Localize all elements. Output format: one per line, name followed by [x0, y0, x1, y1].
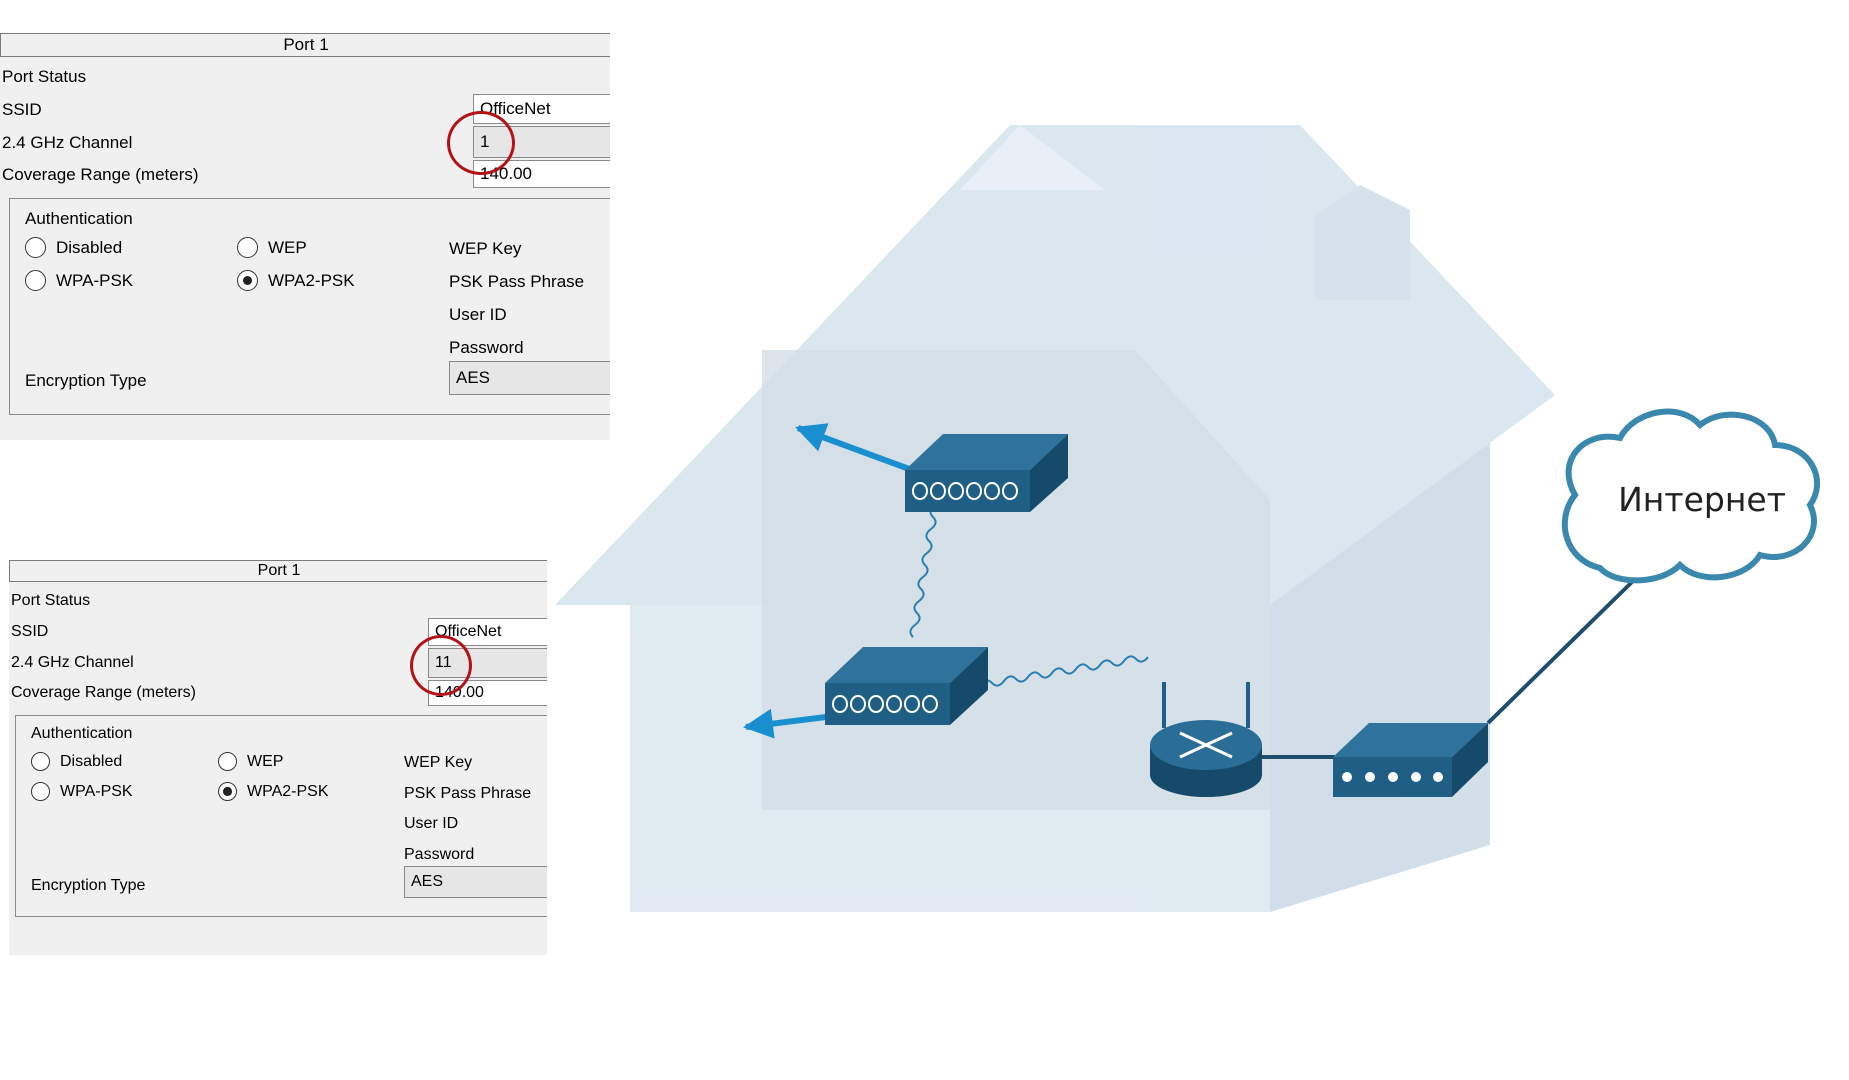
channel-highlight-circle	[410, 635, 472, 696]
coverage-label: Coverage Range (meters)	[2, 165, 199, 184]
port-status-label: Port Status	[11, 592, 91, 609]
radio-disabled[interactable]: Disabled	[25, 237, 122, 258]
psk-pass-phrase-label: PSK Pass Phrase	[404, 785, 532, 802]
authentication-title: Authentication	[31, 725, 133, 742]
channel-highlight-circle	[447, 111, 515, 175]
port-title: Port 1	[257, 562, 301, 579]
port-header: Port 1	[9, 560, 547, 582]
encryption-type-label: Encryption Type	[31, 877, 146, 894]
port-status-label: Port Status	[2, 67, 87, 86]
radio-wep-label: WEP	[247, 752, 284, 770]
cloud-icon	[1561, 408, 1821, 584]
access-point-icon	[905, 434, 1068, 512]
modem-to-internet-cable	[1486, 580, 1634, 725]
ssid-label: SSID	[11, 623, 49, 640]
port-header: Port 1	[0, 33, 610, 57]
radio-circle-selected[interactable]	[218, 782, 237, 801]
wep-key-label: WEP Key	[449, 239, 522, 258]
radio-disabled[interactable]: Disabled	[31, 752, 122, 771]
radio-circle[interactable]	[25, 237, 46, 258]
router-icon	[1150, 682, 1262, 797]
signal-arrow-1	[795, 423, 914, 473]
encryption-type-select[interactable]: AES	[449, 361, 610, 395]
port-title: Port 1	[283, 35, 329, 54]
radio-circle[interactable]	[237, 237, 258, 258]
radio-wpa2-psk[interactable]: WPA2-PSK	[218, 782, 329, 801]
radio-wpa-psk[interactable]: WPA-PSK	[31, 782, 133, 801]
wireless-settings-panel-2: Port 1 Port Status SSID OfficeNet 2.4 GH…	[9, 560, 547, 955]
radio-circle[interactable]	[31, 782, 50, 801]
radio-wep-label: WEP	[268, 237, 307, 257]
radio-circle[interactable]	[218, 752, 237, 771]
radio-wpa2-psk[interactable]: WPA2-PSK	[237, 270, 355, 291]
radio-wpa-psk-label: WPA-PSK	[56, 270, 134, 290]
wireless-settings-panel-1: Port 1 Port Status SSID OfficeNet 2.4 GH…	[0, 33, 610, 440]
radio-disabled-label: Disabled	[60, 752, 123, 770]
radio-circle[interactable]	[31, 752, 50, 771]
wep-key-label: WEP Key	[404, 754, 473, 771]
radio-circle-selected[interactable]	[237, 270, 258, 291]
radio-wpa-psk-label: WPA-PSK	[60, 782, 133, 800]
wireless-link-1	[909, 504, 937, 638]
radio-wpa-psk[interactable]: WPA-PSK	[25, 270, 133, 291]
access-point-icon	[825, 647, 988, 725]
channel-label: 2.4 GHz Channel	[2, 133, 133, 152]
channel-label: 2.4 GHz Channel	[11, 654, 134, 671]
radio-wep[interactable]: WEP	[218, 752, 283, 771]
signal-arrow-2	[743, 708, 827, 739]
radio-disabled-label: Disabled	[56, 237, 123, 257]
password-label: Password	[404, 846, 475, 863]
radio-wep[interactable]: WEP	[237, 237, 307, 258]
coverage-label: Coverage Range (meters)	[11, 684, 196, 701]
encryption-type-select[interactable]: AES	[404, 866, 547, 898]
authentication-group	[9, 198, 610, 415]
password-label: Password	[449, 338, 524, 357]
ssid-label: SSID	[2, 100, 42, 119]
radio-wpa2-psk-label: WPA2-PSK	[268, 270, 355, 290]
user-id-label: User ID	[404, 815, 459, 832]
radio-circle[interactable]	[25, 270, 46, 291]
radio-wpa2-psk-label: WPA2-PSK	[247, 782, 329, 800]
encryption-type-label: Encryption Type	[25, 371, 147, 390]
user-id-label: User ID	[449, 305, 507, 324]
psk-pass-phrase-label: PSK Pass Phrase	[449, 272, 585, 291]
authentication-title: Authentication	[25, 209, 133, 228]
cloud-label: Интернет	[1618, 480, 1786, 519]
authentication-group	[15, 715, 547, 917]
wireless-link-2	[979, 655, 1149, 687]
modem-icon	[1333, 723, 1488, 797]
house-illustration	[555, 125, 1555, 912]
